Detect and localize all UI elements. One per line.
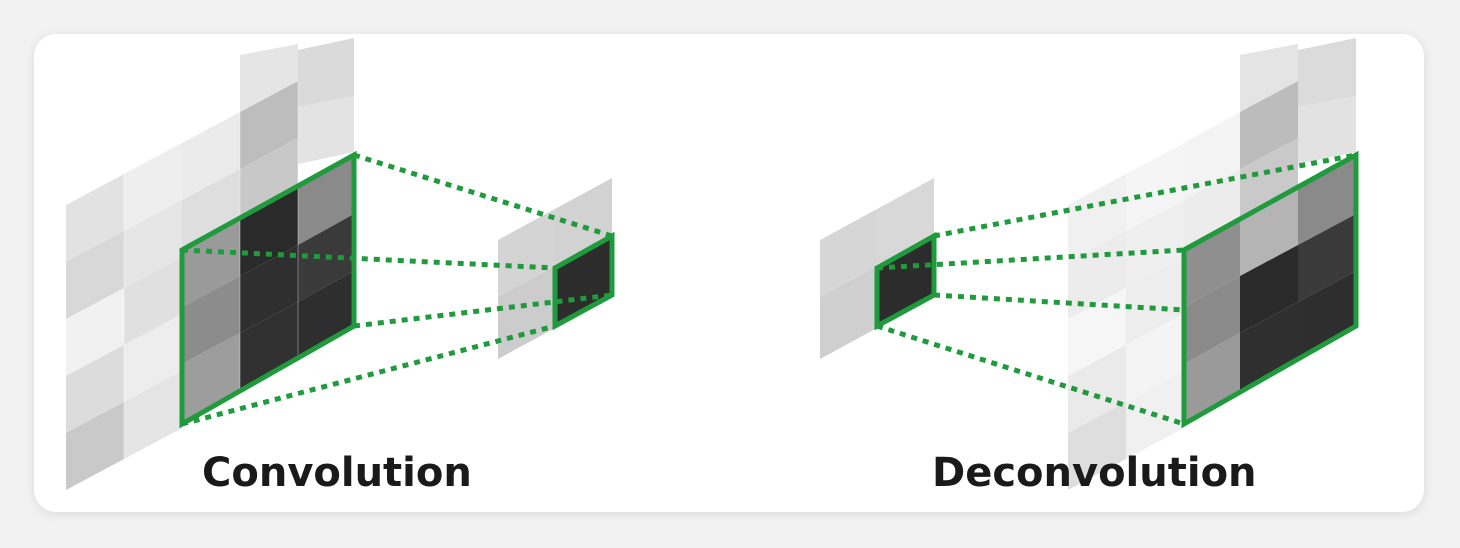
deconv-output-cell [1126,314,1184,402]
conv-input-cell [182,219,240,307]
deconv-input-cell [877,178,934,268]
conv-input-cell [66,288,124,376]
deconv-output-cell [1068,288,1126,376]
conv-input-cell [182,112,240,200]
conv-output-cell [555,237,612,326]
conv-input-cell [182,276,240,364]
conv-input-cell [298,96,354,164]
deconv-input-cell [877,237,934,326]
conv-input-cell [124,371,182,459]
deconv-output-cell [1068,174,1126,262]
conv-input-cell [66,231,124,319]
conv-connection-lines [181,152,613,427]
deconv-output-cell [1184,112,1240,200]
deconv-output-grid [1068,38,1359,490]
conv-input-cell [124,143,182,231]
conv-input-cell [182,333,240,422]
deconvolution-label: Deconvolution [932,450,1257,496]
conv-output-cell [555,178,612,268]
conv-input-cell [240,44,298,112]
conv-input-cell [298,157,354,245]
deconv-output-cell [1298,38,1356,107]
deconv-output-cell [1126,143,1184,231]
deconv-connection-lines [876,152,1357,427]
conv-input-cell [66,402,124,490]
deconv-output-cell [1298,96,1356,164]
deconv-output-cell [1068,345,1126,433]
deconv-input-cell [820,209,877,297]
deconv-output-cell [1298,157,1356,245]
deconv-output-cell [1126,257,1184,345]
conv-input-cell [66,174,124,262]
deconv-output-cell [1240,302,1298,390]
deconv-output-cell [1068,231,1126,319]
deconv-output-cell [1240,44,1298,112]
convolution-label: Convolution [202,450,472,496]
conv-output-cell [498,209,555,297]
deconv-output-cell [1126,200,1184,288]
conv-input-cell [298,38,354,107]
conv-input-cell [124,200,182,288]
conv-input-cell [240,138,298,226]
deconv-output-cell [1298,271,1356,359]
conv-input-cell [124,314,182,402]
conv-output-highlight-frame [552,231,615,331]
deconv-output-cell [1240,138,1298,226]
conv-input-grid [66,38,357,490]
conv-input-cell [182,169,240,257]
deconv-output-cell [1068,402,1126,490]
conv-input-cell [240,302,298,390]
deconv-output-highlight-frame [1181,150,1359,429]
deconvolution-group: Deconvolution [820,38,1359,496]
convolution-group: Convolution [66,38,615,496]
deconv-output-cell [1184,333,1240,422]
deconv-output-cell [1240,81,1298,169]
deconv-output-cell [1298,214,1356,302]
conv-input-cell [240,81,298,169]
deconv-output-cell [1184,219,1240,307]
deconv-output-cell [1184,169,1240,257]
deconv-output-cell [1240,188,1298,276]
deconv-output-cell [1184,276,1240,364]
conv-input-cell [66,345,124,433]
deconv-input-grid [820,178,937,359]
deconv-input-cell [820,266,877,359]
conv-input-cell [124,257,182,345]
conv-input-cell [298,271,354,359]
conv-input-cell [240,245,298,333]
deconv-output-cell [1240,245,1298,333]
